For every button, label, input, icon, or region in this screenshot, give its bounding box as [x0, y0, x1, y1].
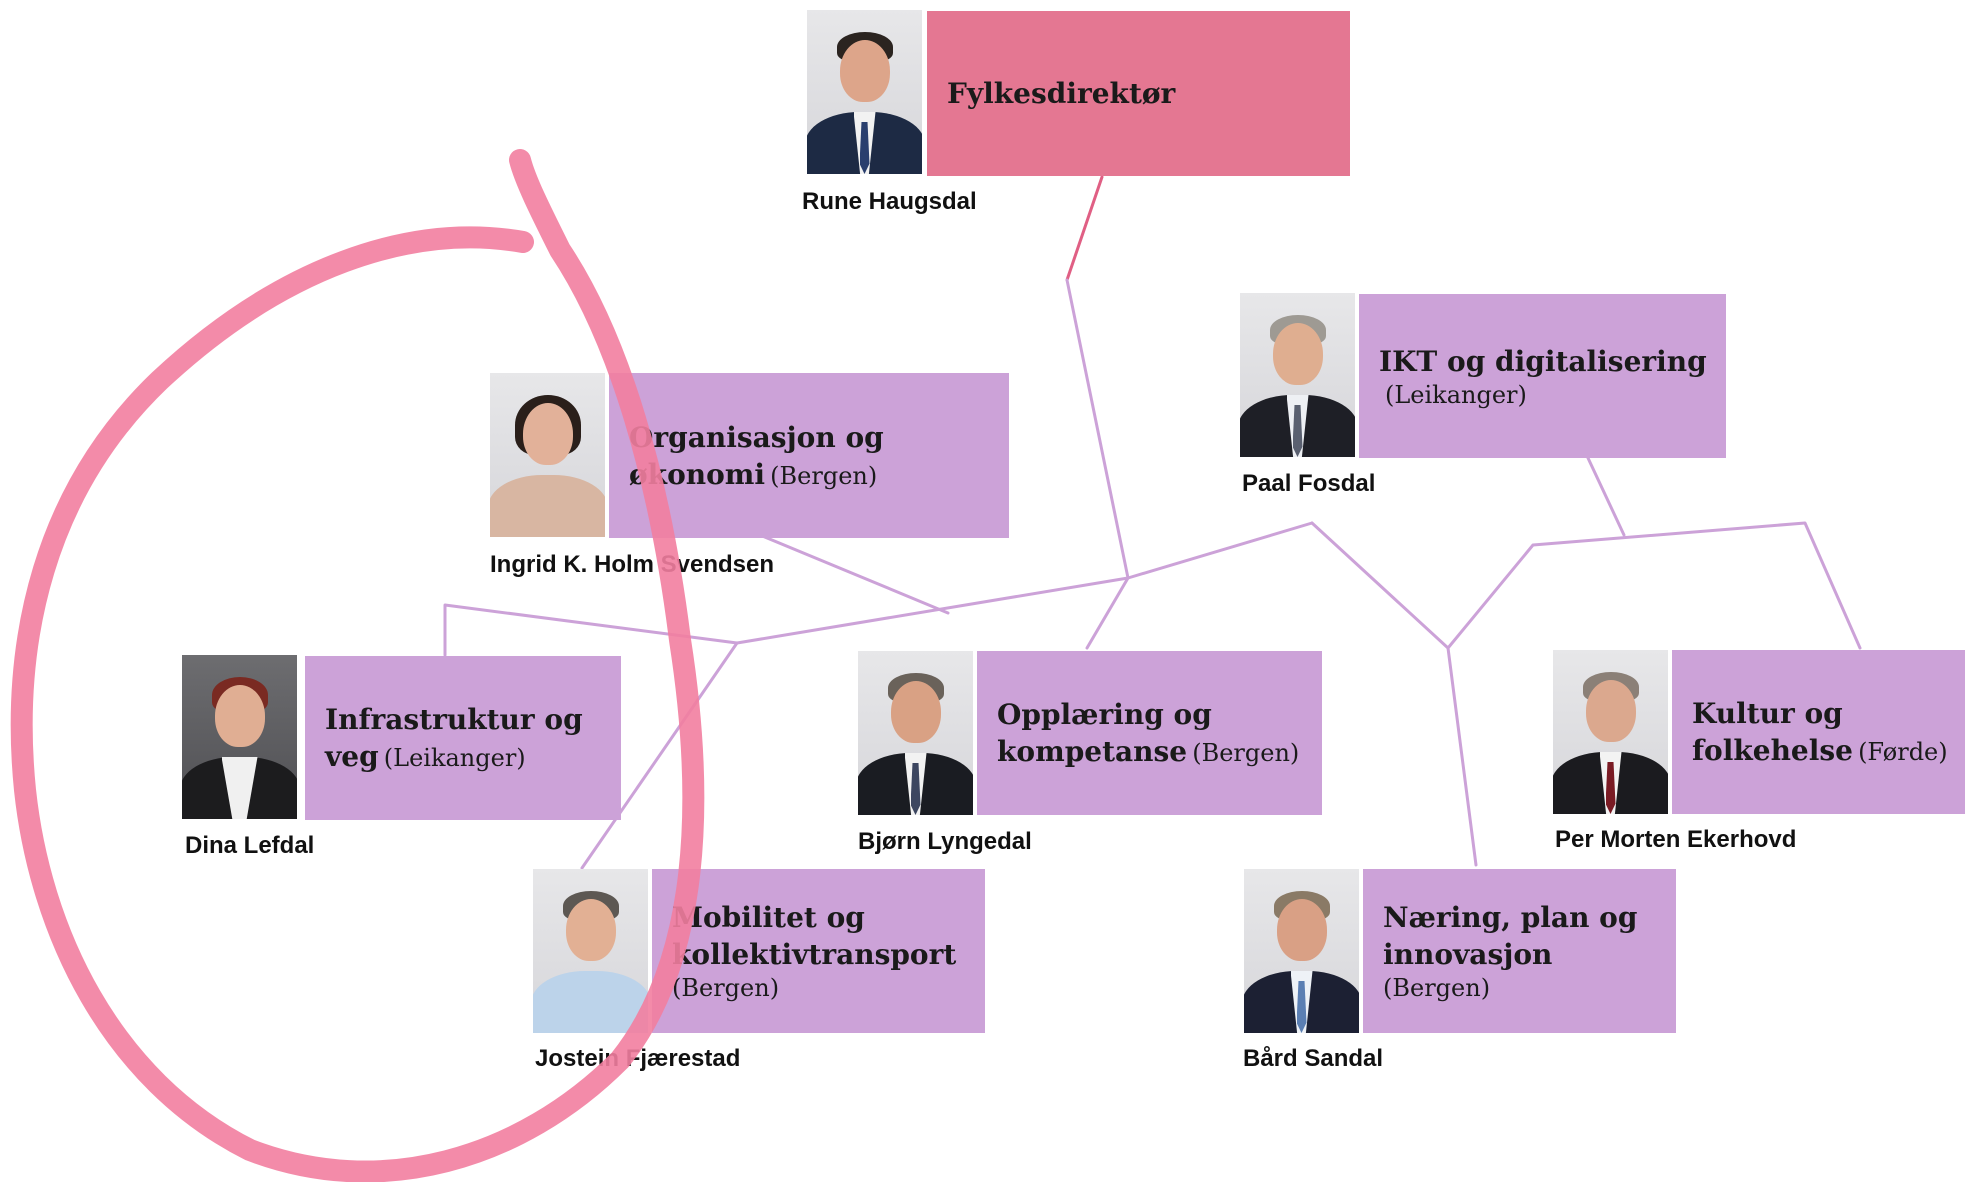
connector-trunk: [1065, 278, 1130, 580]
unit-photo-org: [490, 373, 605, 537]
unit-location: (Leikanger): [383, 744, 526, 772]
unit-title-line: Opplæring og: [997, 698, 1212, 731]
unit-location: (Bergen): [1192, 739, 1300, 767]
unit-title-line: økonomi: [629, 457, 766, 491]
unit-title-line: Organisasjon og: [629, 420, 884, 454]
connector-naering: [1310, 521, 1478, 867]
connector-infra: [443, 603, 739, 657]
unit-title-line: innovasjon: [1383, 938, 1553, 971]
unit-head-name: Bård Sandal: [1243, 1045, 1384, 1072]
unit-title-line: Mobilitet og: [672, 901, 865, 934]
unit-head-name: Per Morten Ekerhovd: [1555, 826, 1797, 853]
connector-east-branch: [1446, 521, 1862, 650]
unit-box-ikt: IKT og digitalisering (Leikanger): [1359, 294, 1726, 458]
connector-org: [758, 533, 950, 615]
director-title-box: Fylkesdirektør: [927, 11, 1350, 176]
unit-location: (Bergen): [672, 974, 780, 1002]
unit-photo-opl: [858, 651, 973, 815]
unit-location: (Bergen): [770, 461, 878, 490]
unit-title-line: Kultur og: [1692, 697, 1843, 730]
unit-head-name: Bjørn Lyngedal: [858, 828, 1032, 855]
unit-box-opl: Opplæring og kompetanse (Bergen): [977, 651, 1322, 815]
unit-title-line: folkehelse: [1692, 734, 1853, 767]
unit-head-name: Paal Fosdal: [1242, 470, 1376, 497]
unit-title-line: kompetanse: [997, 735, 1188, 768]
connector-opl: [1085, 576, 1130, 650]
connector-hub-east: [1126, 521, 1314, 580]
director-name: Rune Haugsdal: [802, 188, 977, 215]
unit-photo-ikt: [1240, 293, 1355, 457]
connector-ikt: [1586, 456, 1626, 537]
unit-photo-mob: [533, 869, 648, 1033]
unit-title-line: Næring, plan og: [1383, 901, 1638, 934]
unit-title-line: veg: [325, 740, 379, 773]
unit-photo-infra: [182, 655, 297, 819]
unit-photo-naering: [1244, 869, 1359, 1033]
unit-box-naering: Næring, plan og innovasjon (Bergen): [1363, 869, 1676, 1033]
director-connector: [1065, 175, 1104, 282]
connector-hub-west: [735, 576, 1130, 645]
unit-head-name: Dina Lefdal: [185, 832, 315, 859]
unit-location: (Leikanger): [1385, 380, 1527, 409]
unit-title-line: Infrastruktur og: [325, 703, 583, 736]
unit-title-line: kollektivtransport: [672, 938, 957, 971]
unit-box-kultur: Kultur og folkehelse (Førde): [1672, 650, 1965, 814]
unit-head-name: Jostein Fjærestad: [535, 1045, 741, 1072]
unit-box-mob: Mobilitet og kollektivtransport (Bergen): [652, 869, 985, 1033]
unit-box-org: Organisasjon og økonomi (Bergen): [609, 373, 1009, 538]
unit-head-name: Ingrid K. Holm Svendsen: [490, 551, 775, 578]
unit-title-line: IKT og digitalisering: [1379, 344, 1707, 378]
unit-location: (Bergen): [1383, 974, 1491, 1002]
director-title: Fylkesdirektør: [947, 77, 1176, 110]
unit-photo-kultur: [1553, 650, 1668, 814]
director-photo: [807, 10, 922, 174]
unit-location: (Førde): [1858, 738, 1948, 766]
unit-box-infra: Infrastruktur og veg (Leikanger): [305, 656, 621, 820]
